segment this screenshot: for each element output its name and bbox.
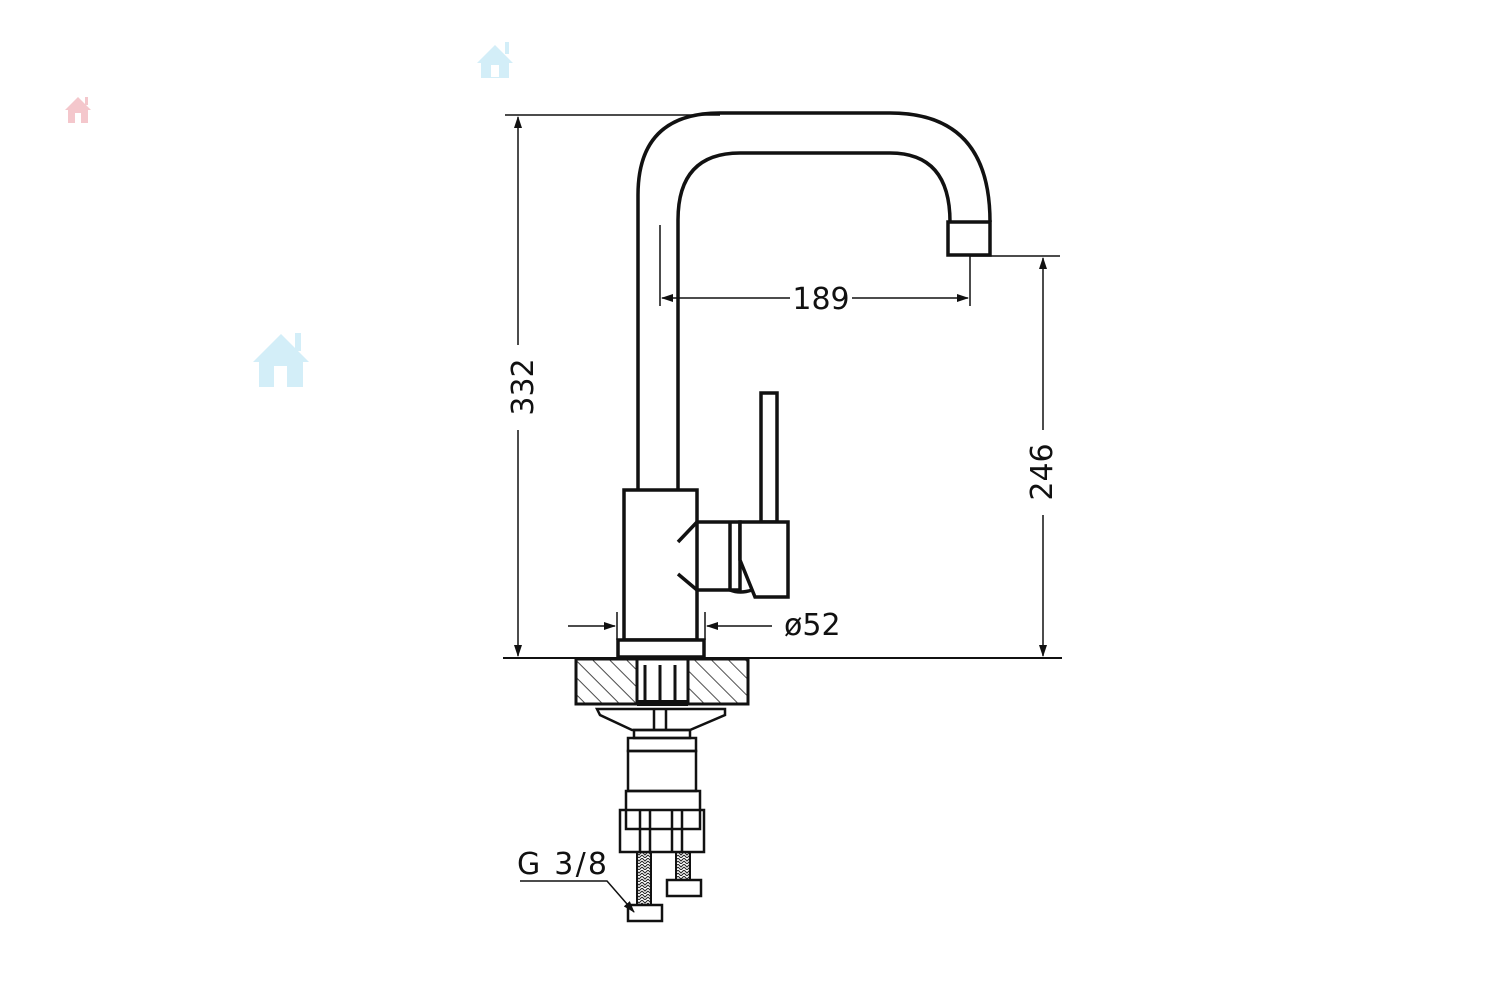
faucet-body bbox=[616, 488, 742, 659]
mounting-hardware bbox=[594, 707, 727, 854]
dimension-label-332: 332 bbox=[506, 358, 541, 415]
dimension-label-diameter: ø52 bbox=[784, 608, 841, 643]
spout bbox=[636, 111, 992, 490]
dimension-spout-reach: 189 bbox=[659, 225, 971, 317]
dimension-label-189: 189 bbox=[792, 282, 849, 317]
supply-hoses bbox=[626, 851, 703, 923]
house-watermark-icon bbox=[65, 97, 91, 123]
dimension-label-246: 246 bbox=[1025, 443, 1060, 500]
countertop-section bbox=[574, 657, 750, 706]
dimension-spout-height: 246 bbox=[970, 255, 1060, 657]
dimension-base-diameter: ø52 bbox=[568, 608, 841, 643]
dimension-total-height: 332 bbox=[505, 114, 720, 657]
thread-callout: G 3/8 bbox=[517, 847, 635, 913]
thread-label: G 3/8 bbox=[517, 847, 607, 882]
house-watermark-icon bbox=[477, 42, 513, 78]
lever-handle bbox=[728, 391, 790, 599]
house-watermark-icon bbox=[253, 333, 309, 387]
